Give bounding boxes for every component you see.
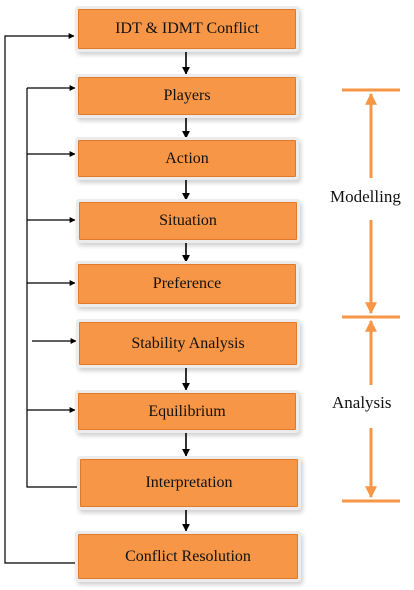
- step-label: Equilibrium: [148, 402, 226, 420]
- step-conflict-resolution: Conflict Resolution: [78, 534, 298, 579]
- step-label: Situation: [159, 212, 217, 229]
- phase-label-modelling: Modelling: [328, 187, 403, 207]
- step-label: Interpretation: [145, 474, 233, 491]
- step-label: Players: [163, 87, 211, 104]
- step-action: Action: [78, 140, 296, 177]
- step-label: Action: [165, 149, 209, 167]
- step-label: Conflict Resolution: [125, 547, 251, 565]
- step-stability-analysis: Stability Analysis: [79, 322, 297, 365]
- step-preference: Preference: [78, 264, 296, 304]
- step-interpretation: Interpretation: [80, 459, 298, 507]
- step-idt-idmt-conflict: IDT & IDMT Conflict: [78, 9, 296, 49]
- phase-label-analysis: Analysis: [330, 393, 394, 413]
- step-label: IDT & IDMT Conflict: [115, 20, 259, 37]
- step-label: Stability Analysis: [131, 334, 245, 352]
- feedback-loop-inner: [26, 88, 80, 488]
- step-situation: Situation: [79, 202, 297, 240]
- step-equilibrium: Equilibrium: [78, 393, 296, 430]
- step-label: Preference: [152, 275, 222, 292]
- feedback-loop-outer: [4, 33, 78, 564]
- step-players: Players: [78, 77, 296, 115]
